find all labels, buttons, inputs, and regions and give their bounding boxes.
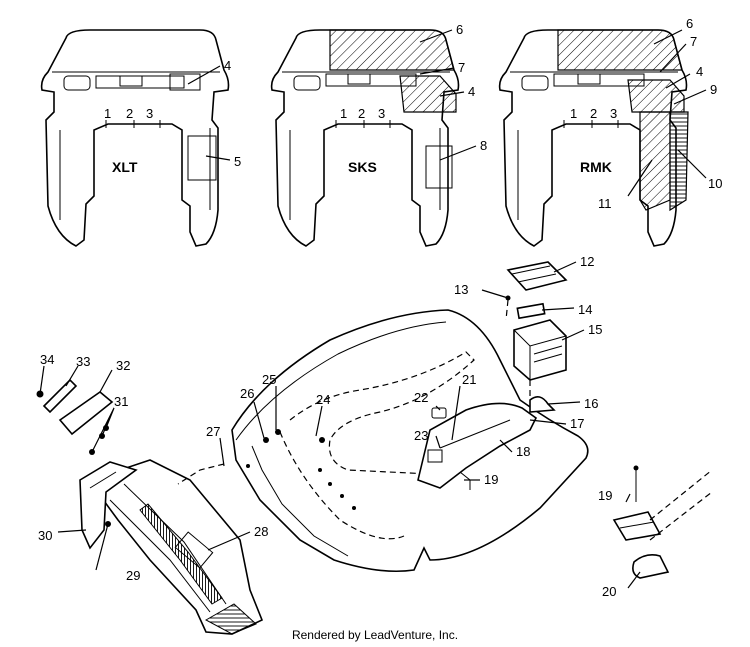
callout-6-sks: 6: [456, 22, 463, 37]
model-label-xlt: XLT: [112, 159, 138, 175]
leader-lines: [39, 29, 707, 589]
callout-10: 10: [708, 176, 722, 191]
callout-1-rmk: 1: [570, 106, 577, 121]
callout-28: 28: [254, 524, 268, 539]
callout-3-rmk: 3: [610, 106, 617, 121]
callout-6-rmk: 6: [686, 16, 693, 31]
callout-1-sks: 1: [340, 106, 347, 121]
callouts: 1 2 3 4 5 1 2 3 6 7 4 8 1 2 3 6 7 4 9 10…: [38, 16, 722, 599]
callout-21: 21: [462, 372, 476, 387]
small-parts-right: [612, 465, 713, 579]
bumper-bracket: [36, 378, 138, 550]
battery-box-assembly: [505, 261, 568, 413]
callout-7-rmk: 7: [690, 34, 697, 49]
callout-13: 13: [454, 282, 468, 297]
callout-5: 5: [234, 154, 241, 169]
callout-18: 18: [516, 444, 530, 459]
callout-2-sks: 2: [358, 106, 365, 121]
callout-16: 16: [584, 396, 598, 411]
callout-1-xlt: 1: [104, 106, 111, 121]
assembly-lines: [177, 299, 531, 485]
callout-3-xlt: 3: [146, 106, 153, 121]
callout-26: 26: [240, 386, 254, 401]
callout-20: 20: [602, 584, 616, 599]
callout-32: 32: [116, 358, 130, 373]
callout-12: 12: [580, 254, 594, 269]
callout-9: 9: [710, 82, 717, 97]
model-label-rmk: RMK: [580, 159, 612, 175]
callout-31: 31: [114, 394, 128, 409]
hood-sks: [270, 29, 460, 247]
callout-2-xlt: 2: [126, 106, 133, 121]
callout-3-sks: 3: [378, 106, 385, 121]
callout-19-right: 19: [598, 488, 612, 503]
model-label-sks: SKS: [348, 159, 377, 175]
callout-11: 11: [598, 196, 612, 211]
hood-rmk: [498, 29, 689, 247]
callout-15: 15: [588, 322, 602, 337]
callout-22: 22: [414, 390, 428, 405]
callout-25: 25: [262, 372, 276, 387]
callout-14: 14: [578, 302, 592, 317]
callout-33: 33: [76, 354, 90, 369]
callout-7-sks: 7: [458, 60, 465, 75]
callout-2-rmk: 2: [590, 106, 597, 121]
callout-27: 27: [206, 424, 220, 439]
bracket-assembly: [417, 402, 538, 490]
callout-19-bracket: 19: [484, 472, 498, 487]
callout-4-sks: 4: [468, 84, 475, 99]
main-hood: [231, 309, 589, 573]
callout-4-xlt: 4: [224, 58, 231, 73]
callout-30: 30: [38, 528, 52, 543]
callout-23: 23: [414, 428, 428, 443]
callout-29: 29: [126, 568, 140, 583]
callout-8: 8: [480, 138, 487, 153]
callout-4-rmk: 4: [696, 64, 703, 79]
footer-credit: Rendered by LeadVenture, Inc.: [291, 628, 459, 642]
callout-17: 17: [570, 416, 584, 431]
callout-24: 24: [316, 392, 330, 407]
hood-xlt: [40, 29, 230, 247]
nose-piece: [94, 459, 264, 635]
callout-34: 34: [40, 352, 54, 367]
